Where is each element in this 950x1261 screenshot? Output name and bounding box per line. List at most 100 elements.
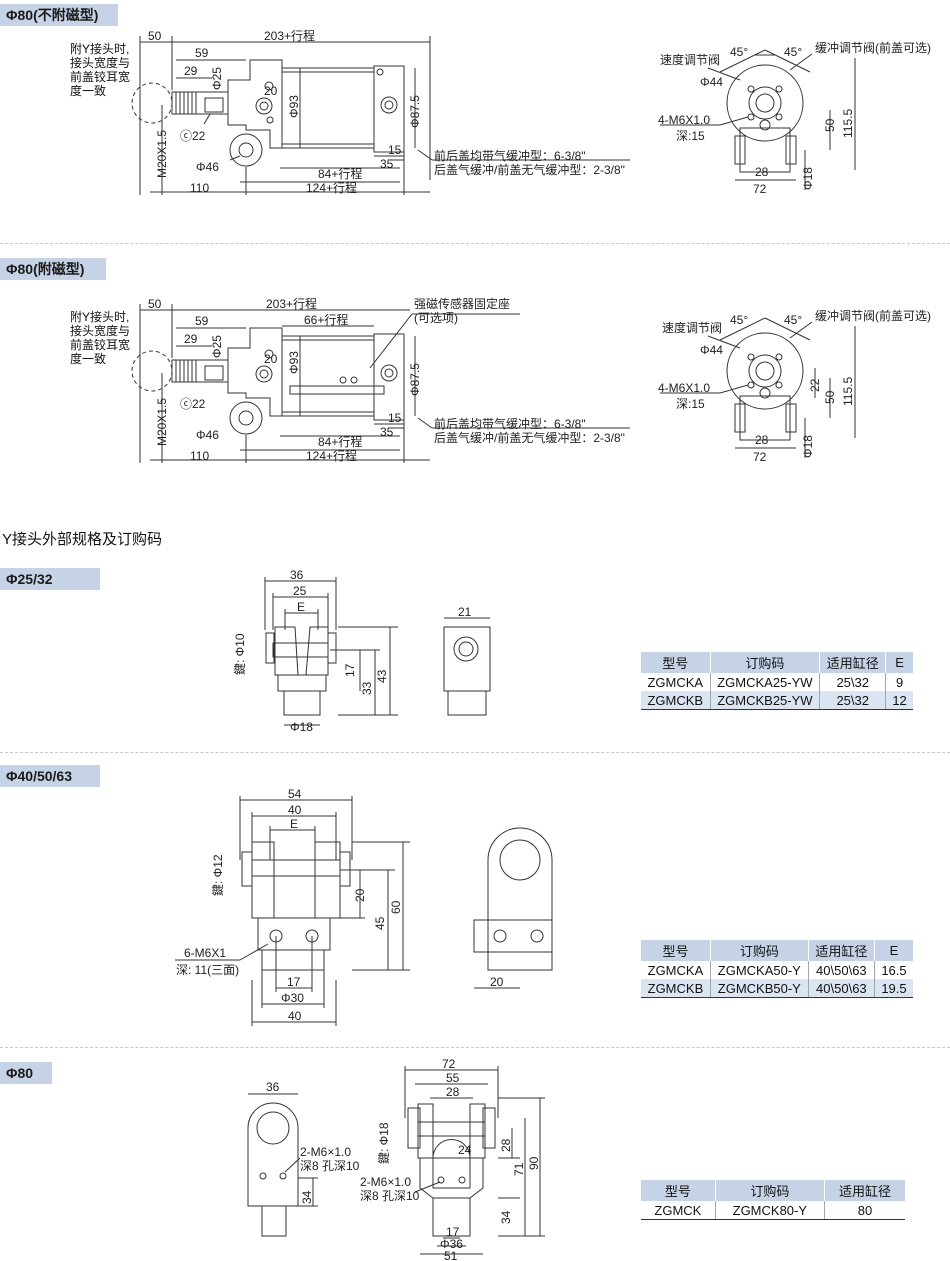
dim-40b-y40: 40 bbox=[288, 1009, 302, 1023]
section-tag-phi80-nonmag: Φ80(不附磁型) bbox=[0, 4, 118, 26]
dim-phi87b: Φ87.5 bbox=[408, 363, 422, 396]
col-model: 型号 bbox=[641, 652, 711, 673]
dim-110b: 110 bbox=[190, 449, 209, 463]
dim-6m6-y40: 6-M6X1 bbox=[184, 946, 226, 960]
dim-36-y80: 36 bbox=[266, 1080, 280, 1094]
dim-20: 20 bbox=[264, 84, 278, 98]
section-tag-phi40: Φ40/50/63 bbox=[0, 765, 100, 787]
dim-depth-front: 深8 孔深10 bbox=[360, 1189, 420, 1203]
dim-m20: M20X1.5 bbox=[155, 130, 169, 178]
dim-15: 15 bbox=[388, 143, 402, 157]
dim-28-y80: 28 bbox=[446, 1085, 460, 1099]
port-note-2: 后盖气缓冲/前盖无气缓冲型：2-3/8" bbox=[434, 162, 625, 177]
speed-valve-label-2: 速度调节阀 bbox=[662, 320, 722, 335]
dim-phi25b: Φ25 bbox=[210, 335, 224, 358]
col-order-code: 订购码 bbox=[709, 652, 820, 673]
col-order-code: 订购码 bbox=[709, 940, 809, 961]
dim-203b: 203+行程 bbox=[266, 296, 317, 311]
dim-124b: 124+行程 bbox=[306, 448, 357, 463]
divider-1 bbox=[0, 243, 950, 244]
dim-25-y25: 25 bbox=[293, 584, 307, 598]
angle-45-right: 45° bbox=[784, 45, 802, 59]
dim-phi46: Φ46 bbox=[196, 160, 219, 174]
dim-phi36-y80: Φ36 bbox=[440, 1237, 463, 1251]
section-tag-phi80-mag: Φ80(附磁型) bbox=[0, 258, 106, 280]
dim-phi18-y25: Φ18 bbox=[290, 720, 313, 734]
dim-24-y80: 24 bbox=[458, 1143, 472, 1157]
dim-phi18-side: Φ18 bbox=[801, 167, 815, 190]
dim-depth11-y40: 深: 11(三面) bbox=[176, 963, 239, 977]
dim-17-y25: 17 bbox=[343, 663, 357, 677]
dim-33-y25: 33 bbox=[360, 681, 374, 695]
dim-phi87: Φ87.5 bbox=[408, 95, 422, 128]
dim-29: 29 bbox=[184, 64, 198, 78]
speed-valve-label: 速度调节阀 bbox=[660, 52, 720, 67]
dim-50b: 50 bbox=[148, 297, 162, 311]
dim-m6-2: 4-M6X1.0 bbox=[658, 381, 710, 395]
y-joint-heading: Y接头外部规格及订购码 bbox=[2, 531, 163, 548]
dim-59b: 59 bbox=[195, 314, 209, 328]
y-joint-80-drawing: 36 2-M6×1.0 深8 孔深10 34 72 55 28 鍵: Φ18 2… bbox=[247, 1057, 545, 1261]
port-note-b1: 前后盖均带气缓冲型：6-3/8" bbox=[434, 416, 586, 431]
dim-20-y40: 20 bbox=[353, 888, 367, 902]
dim-21-y25: 21 bbox=[458, 605, 472, 619]
port-note-1: 前后盖均带气缓冲型：6-3/8" bbox=[434, 148, 586, 163]
dim-50-side: 50 bbox=[823, 118, 837, 132]
dim-72-y80: 72 bbox=[442, 1057, 456, 1071]
dim-depth-left: 深8 孔深10 bbox=[300, 1159, 360, 1173]
dim-34-left: 34 bbox=[300, 1190, 314, 1204]
table-row: ZGMCKA ZGMCKA50-Y 40\50\63 16.5 bbox=[641, 961, 913, 979]
dim-84b: 84+行程 bbox=[318, 434, 362, 449]
dim-60-y40: 60 bbox=[389, 900, 403, 914]
dim-55-y80: 55 bbox=[446, 1071, 460, 1085]
section-tag-phi80-y: Φ80 bbox=[0, 1062, 52, 1084]
dim-29b: 29 bbox=[184, 332, 198, 346]
sensor-note-2: (可选项) bbox=[414, 311, 458, 325]
dim-51-y80: 51 bbox=[444, 1249, 458, 1261]
col-order-code: 订购码 bbox=[714, 1180, 825, 1201]
dim-45-y40: 45 bbox=[373, 916, 387, 930]
table-row: ZGMCK ZGMCK80-Y 80 bbox=[641, 1201, 905, 1220]
divider-3 bbox=[0, 1047, 950, 1048]
dim-20b: 20 bbox=[264, 352, 278, 366]
dim-phi18-side-2: Φ18 bbox=[801, 435, 815, 458]
dim-35: 35 bbox=[380, 157, 394, 171]
cylinder-mag-drawing: 50 203+行程 66+行程 59 29 Φ25 Φ93 Φ87.5 20 ⓒ… bbox=[131, 296, 931, 464]
cushion-valve-label-2: 缓冲调节阀(前盖可选) bbox=[815, 308, 931, 323]
dim-key-phi10: 鍵: Φ10 bbox=[232, 633, 247, 675]
section-tag-phi25: Φ25/32 bbox=[0, 568, 100, 590]
dim-phi30-y40: Φ30 bbox=[281, 991, 304, 1005]
table-row: ZGMCKA ZGMCKA25-YW 25\32 9 bbox=[641, 673, 913, 691]
col-model: 型号 bbox=[641, 1180, 716, 1201]
y-joint-note-2: 附Y接头时, 接头宽度与 前盖铰耳宽 度一致 bbox=[70, 310, 131, 366]
col-bore: 适用缸径 bbox=[823, 1180, 905, 1201]
dim-m20b: M20X1.5 bbox=[155, 398, 169, 446]
y-joint-25-drawing: 36 25 E 鍵: Φ10 17 33 43 Φ18 21 bbox=[232, 568, 491, 734]
dim-115: 115.5 bbox=[841, 109, 855, 138]
dim-15b: 15 bbox=[388, 411, 402, 425]
dim-phi46b: Φ46 bbox=[196, 428, 219, 442]
dim-43-y25: 43 bbox=[375, 669, 389, 683]
dim-key-phi18: 鍵: Φ18 bbox=[376, 1122, 391, 1164]
dim-depth15: 深:15 bbox=[676, 129, 705, 143]
cushion-valve-label: 缓冲调节阀(前盖可选) bbox=[815, 40, 931, 55]
dim-28b-y80: 28 bbox=[499, 1138, 513, 1152]
col-bore: 适用缸径 bbox=[819, 652, 886, 673]
table-row: ZGMCKB ZGMCKB25-YW 25\32 12 bbox=[641, 691, 913, 710]
dim-124: 124+行程 bbox=[306, 180, 357, 195]
dim-54-y40: 54 bbox=[288, 787, 302, 801]
dim-34-front: 34 bbox=[499, 1210, 513, 1224]
dim-71-y80: 71 bbox=[512, 1162, 526, 1176]
dim-c22b: ⓒ22 bbox=[180, 397, 206, 411]
dim-50-side-2: 50 bbox=[823, 390, 837, 404]
dim-2m6-left: 2-M6×1.0 bbox=[300, 1145, 351, 1159]
col-e: E bbox=[873, 940, 913, 961]
sensor-note-1: 强磁传感器固定座 bbox=[414, 296, 510, 311]
dim-50: 50 bbox=[148, 29, 162, 43]
dim-17-y80: 17 bbox=[446, 1225, 460, 1239]
table-row: ZGMCKB ZGMCKB50-Y 40\50\63 19.5 bbox=[641, 979, 913, 998]
dim-m6: 4-M6X1.0 bbox=[658, 113, 710, 127]
order-table-80: 型号 订购码 适用缸径 ZGMCK ZGMCK80-Y 80 bbox=[641, 1180, 905, 1220]
dim-203: 203+行程 bbox=[264, 28, 315, 43]
angle-45-right-2: 45° bbox=[784, 313, 802, 327]
